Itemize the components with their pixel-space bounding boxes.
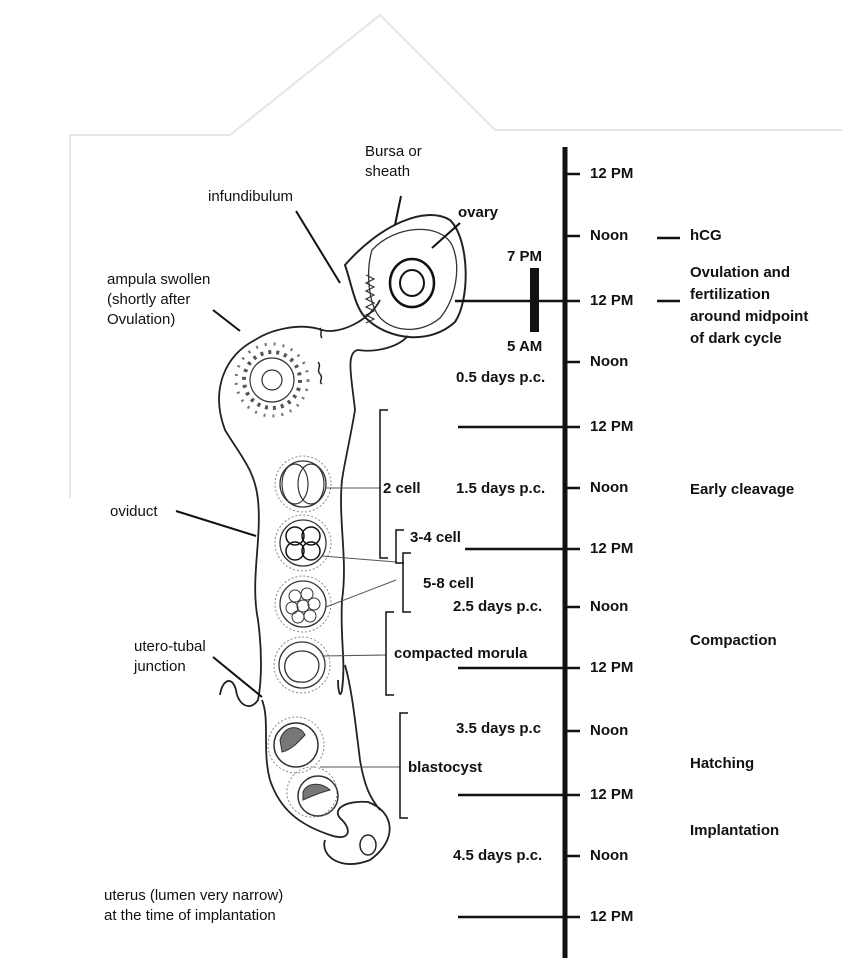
sperm-1 [318, 362, 322, 384]
ovulation-window-bar [530, 268, 539, 332]
day-label: 0.5 days p.c. [456, 368, 545, 388]
tick-label: Noon [590, 478, 628, 498]
bracket-5-8cell [403, 553, 411, 612]
embryo-4cell [275, 515, 331, 571]
utero-tubal-junction-label: utero-tubal junction [134, 637, 206, 677]
tick-label: Noon [590, 846, 628, 866]
embryo-blastocyst-1 [268, 717, 324, 773]
event-compaction-label: Compaction [690, 631, 777, 651]
oocyte-cumulus [236, 344, 308, 416]
embryo-blastocyst-2 [287, 767, 338, 817]
ovulation-window-start: 7 PM [507, 247, 542, 267]
ovary-label: ovary [458, 203, 498, 223]
uterus-wall-right [345, 665, 380, 810]
stage-leaders [320, 488, 400, 767]
embryo-morula [274, 637, 330, 693]
tick-label: Noon [590, 226, 628, 246]
stage-2cell-label: 2 cell [383, 479, 421, 499]
tick-label: 12 PM [590, 291, 633, 311]
oviduct-label: oviduct [110, 502, 158, 522]
event-early-cleavage-label: Early cleavage [690, 480, 794, 500]
uterus-wall [262, 700, 390, 864]
tick-label: 12 PM [590, 164, 633, 184]
timeline-ticks [455, 174, 580, 917]
tick-label: Noon [590, 352, 628, 372]
day-label: 3.5 days p.c [456, 719, 541, 739]
bursa-label: Bursa or sheath [365, 142, 422, 182]
stage-blastocyst-label: blastocyst [408, 758, 482, 778]
tick-label: 12 PM [590, 785, 633, 805]
embryo-2cell [275, 456, 331, 512]
uterus-label: uterus (lumen very narrow) at the time o… [104, 886, 283, 926]
tick-label: Noon [590, 597, 628, 617]
stage-5-8cell-label: 5-8 cell [423, 574, 474, 594]
infundibulum-label: infundibulum [208, 187, 293, 207]
tick-label: 12 PM [590, 539, 633, 559]
bracket-blastocyst [400, 713, 408, 818]
tick-label: 12 PM [590, 658, 633, 678]
day-label: 2.5 days p.c. [453, 597, 542, 617]
oviduct-tube-inner [338, 336, 408, 694]
embryo-8cell [275, 576, 331, 632]
ovarian-follicle [390, 259, 434, 307]
uterine-lumen-end [360, 835, 376, 855]
tick-label: 12 PM [590, 417, 633, 437]
ampulla-label: ampula swollen (shortly after Ovulation) [107, 270, 210, 330]
tick-label: Noon [590, 721, 628, 741]
event-hatching-label: Hatching [690, 754, 754, 774]
event-hcg-label: hCG [690, 226, 722, 246]
day-label: 4.5 days p.c. [453, 846, 542, 866]
ovulation-window-end: 5 AM [507, 337, 542, 357]
stage-morula-label: compacted morula [394, 644, 527, 664]
day-label: 1.5 days p.c. [456, 479, 545, 499]
bracket-morula [386, 612, 394, 695]
event-implantation-label: Implantation [690, 821, 779, 841]
event-ovulation-label: Ovulation and fertilization around midpo… [690, 262, 808, 350]
stage-3-4cell-label: 3-4 cell [410, 528, 461, 548]
tick-label: 12 PM [590, 907, 633, 927]
